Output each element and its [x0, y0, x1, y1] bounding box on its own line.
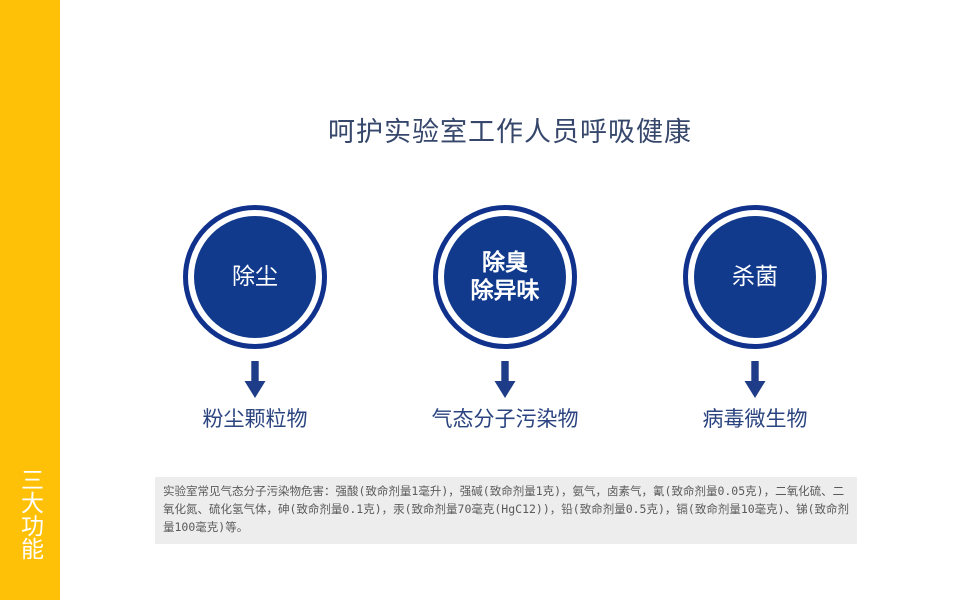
- node-circle-label: 杀菌: [732, 263, 778, 289]
- diagram-node-odor-removal[interactable]: 除臭 除异味 气态分子污染物: [425, 205, 585, 433]
- node-circle-fill: 除尘: [194, 216, 316, 338]
- arrow-down-icon: [244, 361, 266, 398]
- sidebar-vertical-label: 三大功能: [17, 468, 43, 560]
- sidebar-vertical-label-wrap: 三大功能: [0, 468, 60, 560]
- node-circle-ring: 除臭 除异味: [433, 205, 577, 349]
- sidebar-accent-bar: 三大功能: [0, 0, 60, 600]
- node-circle-ring: 杀菌: [683, 205, 827, 349]
- node-caption: 气态分子污染物: [431, 407, 579, 431]
- node-circle-fill: 除臭 除异味: [444, 216, 566, 338]
- arrow-down-icon: [494, 361, 516, 398]
- diagram-node-sterilization[interactable]: 杀菌 病毒微生物: [675, 205, 835, 433]
- node-caption: 粉尘颗粒物: [202, 407, 308, 431]
- node-circle-ring: 除尘: [183, 205, 327, 349]
- hazard-note-box: 实验室常见气态分子污染物危害：强酸(致命剂量1毫升)，强碱(致命剂量1克)，氨气…: [155, 477, 857, 545]
- page-title: 呵护实验室工作人员呼吸健康: [328, 117, 692, 147]
- node-caption: 病毒微生物: [702, 407, 808, 431]
- node-circle-fill: 杀菌: [694, 216, 816, 338]
- node-circle-label: 除尘: [232, 263, 278, 289]
- arrow-down-icon: [744, 361, 766, 398]
- node-circle-label: 除臭 除异味: [470, 249, 540, 303]
- diagram-node-dust-removal[interactable]: 除尘 粉尘颗粒物: [175, 205, 335, 433]
